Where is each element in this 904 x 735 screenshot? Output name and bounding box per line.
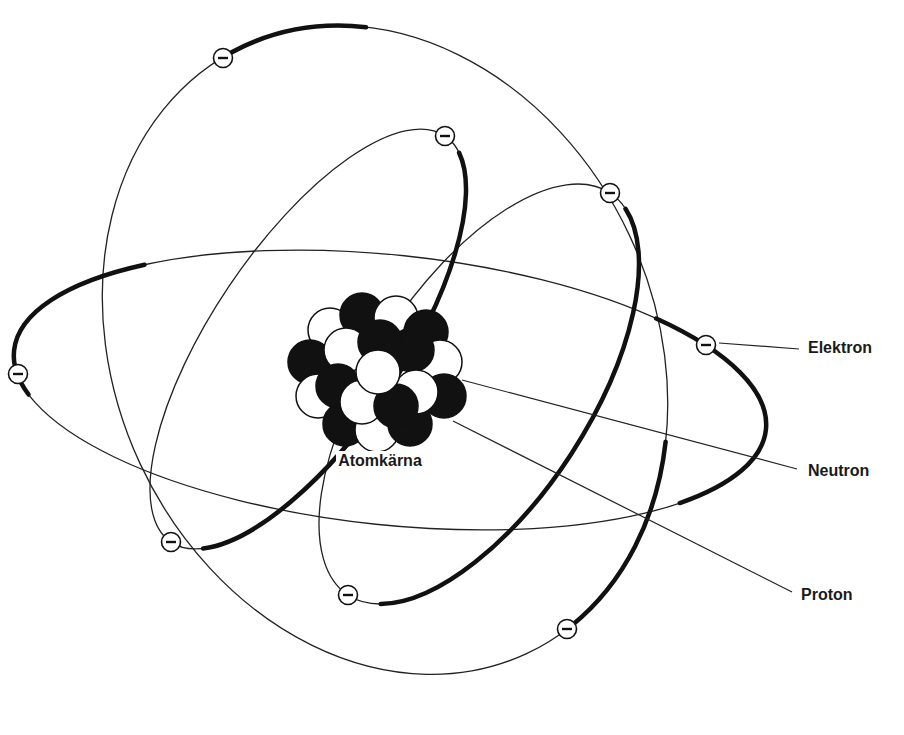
part-label: Atomkärna xyxy=(336,451,424,470)
orbit-arc xyxy=(0,0,771,735)
orbit-arc xyxy=(0,216,780,564)
electron xyxy=(697,336,716,355)
orbit-arc xyxy=(0,0,771,735)
orbit xyxy=(92,83,524,595)
leader-lines xyxy=(453,343,799,592)
part-label: Neutron xyxy=(806,461,871,480)
electrons xyxy=(9,49,716,639)
orbit-highlights xyxy=(0,0,780,735)
electron xyxy=(436,127,455,146)
electron xyxy=(601,184,620,203)
electron xyxy=(214,49,233,68)
orbit xyxy=(0,0,771,735)
orbit-arc xyxy=(256,133,702,655)
orbits xyxy=(0,0,780,735)
orbit xyxy=(256,133,702,655)
part-label: Proton xyxy=(799,585,855,604)
leader-line xyxy=(719,343,799,349)
leader-line xyxy=(462,380,797,469)
electron xyxy=(558,620,577,639)
part-label: Elektron xyxy=(806,338,874,357)
orbit-arc xyxy=(0,216,780,564)
orbit xyxy=(0,216,780,564)
electron xyxy=(9,365,28,384)
nucleus xyxy=(288,293,466,452)
electron xyxy=(339,586,358,605)
leader-line xyxy=(453,421,792,592)
orbit-arc xyxy=(92,83,524,595)
neutron-ball xyxy=(356,350,400,394)
electron xyxy=(162,533,181,552)
